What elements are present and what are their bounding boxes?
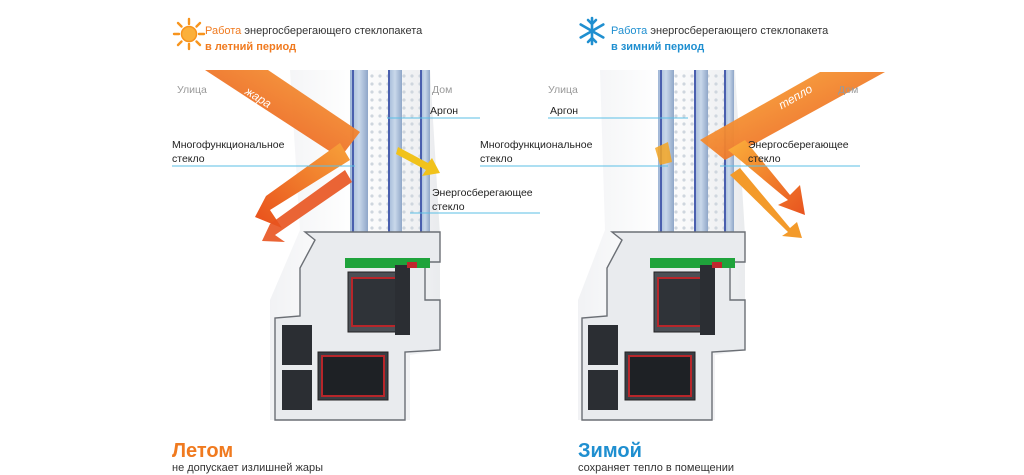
winter-energy-line2: стекло <box>748 153 781 165</box>
summer-street-label: Улица <box>177 84 207 96</box>
winter-header-accent: Работа <box>611 25 648 37</box>
winter-house-label: Дом <box>838 84 859 96</box>
winter-energy-label: Энергосберегающее стекло <box>748 138 849 166</box>
summer-energy-line2: стекло <box>432 201 465 213</box>
winter-street-label: Улица <box>548 84 578 96</box>
summer-house-label: Дом <box>432 84 453 96</box>
summer-header-accent: Работа <box>205 25 242 37</box>
winter-multifunc-label: Многофункциональное стекло <box>480 138 592 166</box>
winter-energy-line1: Энергосберегающее <box>748 139 849 151</box>
summer-caption-sub: не допускает излишней жары <box>172 462 323 474</box>
summer-header-rest: энергосберегающего стеклопакета <box>244 25 423 37</box>
summer-window <box>270 70 441 421</box>
sun-icon <box>171 16 207 52</box>
summer-multifunc-line1: Многофункциональное <box>172 139 285 151</box>
winter-argon-label: Аргон <box>550 105 579 117</box>
winter-window <box>578 70 746 421</box>
summer-header-period: в летний период <box>205 41 297 53</box>
winter-header: Работа энергосберегающего стеклопакета в… <box>611 23 828 55</box>
summer-multifunc-label: Многофункциональное стекло <box>172 138 284 166</box>
winter-header-rest: энергосберегающего стеклопакета <box>650 25 829 37</box>
summer-energy-label: Энергосберегающее стекло <box>432 186 533 214</box>
winter-caption-sub: сохраняет тепло в помещении <box>578 462 734 474</box>
winter-header-period: в зимний период <box>611 41 705 53</box>
summer-argon-label: Аргон <box>430 105 459 117</box>
winter-caption: Зимой <box>578 440 642 462</box>
summer-multifunc-line2: стекло <box>172 153 205 165</box>
summer-caption: Летом <box>172 440 234 462</box>
snowflake-icon <box>577 16 607 46</box>
summer-energy-line1: Энергосберегающее <box>432 187 533 199</box>
winter-multifunc-line2: стекло <box>480 153 513 165</box>
winter-multifunc-line1: Многофункциональное <box>480 139 593 151</box>
summer-header: Работа энергосберегающего стеклопакета в… <box>205 23 422 55</box>
